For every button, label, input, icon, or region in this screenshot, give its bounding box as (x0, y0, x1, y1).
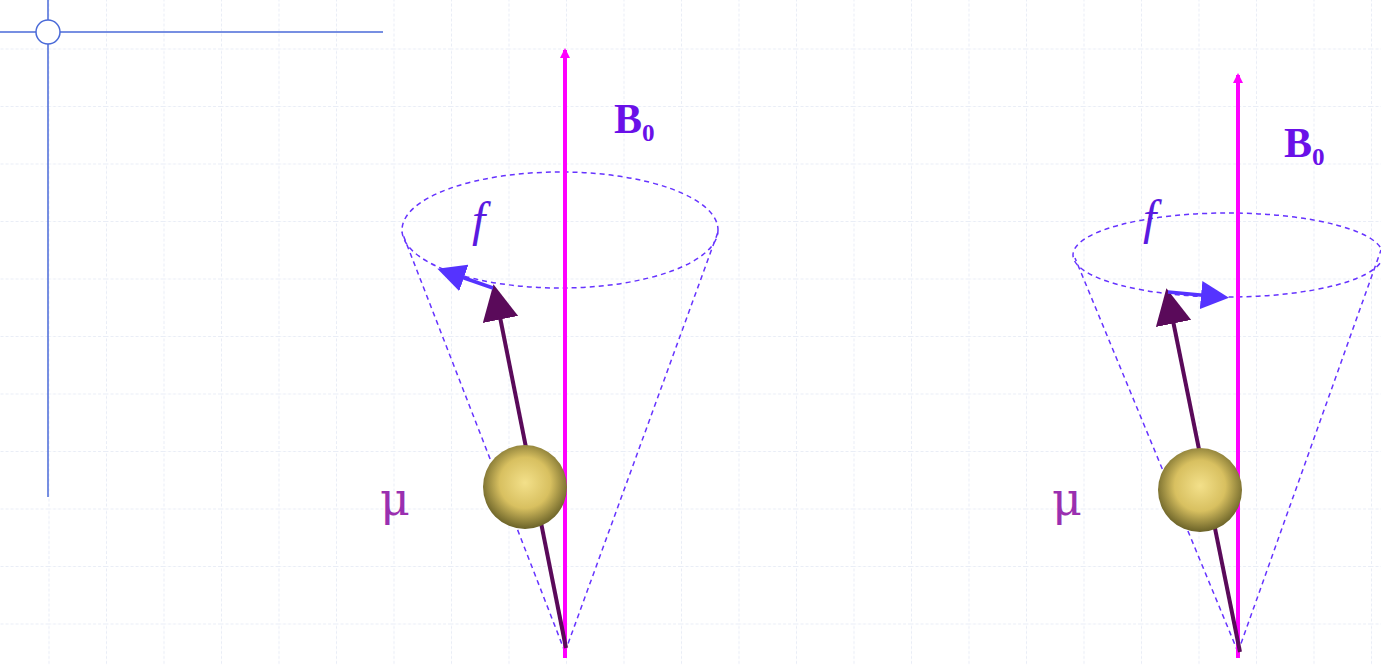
precession-cone-left (402, 50, 718, 658)
precession-cone-right (1073, 75, 1381, 658)
magnetic-moment-label: μ (380, 476, 410, 522)
field-label: B₀ (614, 98, 655, 140)
field-label: B₀ (1284, 122, 1325, 164)
precession-frequency-label: f (1143, 194, 1156, 242)
magnetic-moment-label: μ (1052, 476, 1082, 522)
precession-frequency-label: f (472, 196, 485, 244)
corner-decoration (0, 0, 383, 497)
